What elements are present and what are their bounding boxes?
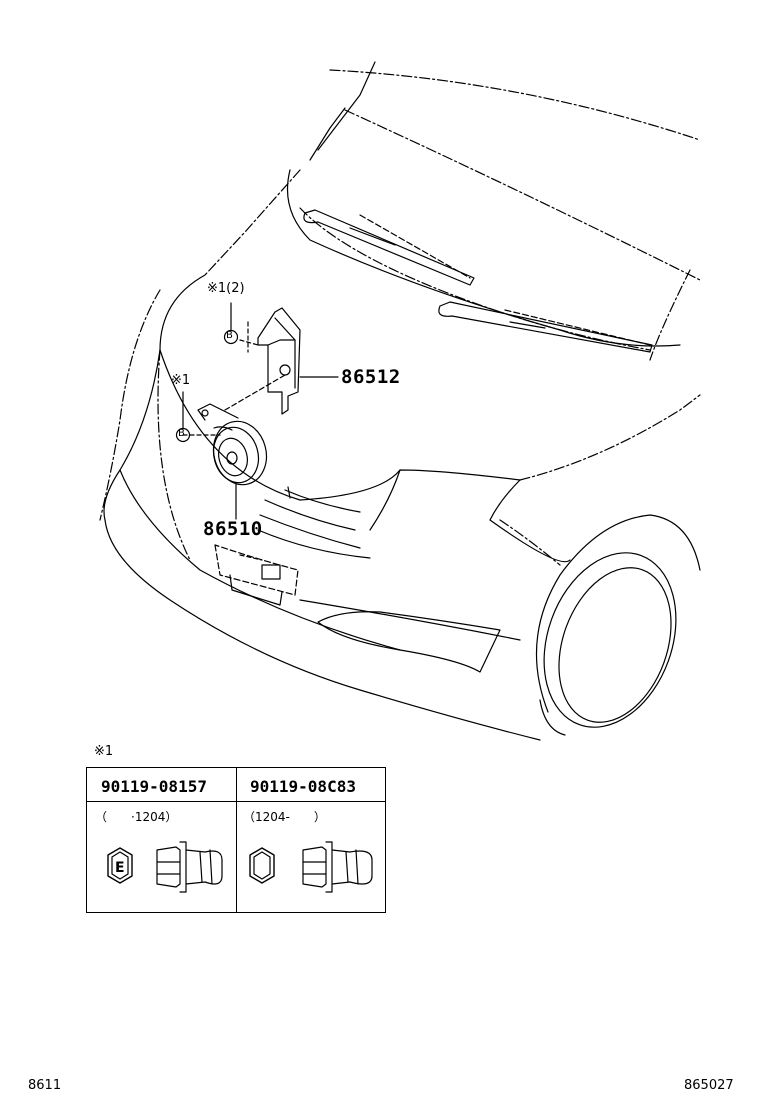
grille [257,486,371,559]
horn-unit [197,374,286,486]
part-number-86512[interactable]: 86512 [341,366,401,388]
table-range-1: （ ·1204） [95,810,178,824]
bolt-illustrations [107,841,373,893]
bolt-circle-upper [223,329,239,345]
bolt-head-mark: E [115,860,125,876]
part-number-86510[interactable]: 86510 [203,518,263,540]
bolt-label-lower: B [178,428,185,439]
leader-lines [182,302,339,520]
ref-label-upper: ※1(2) [207,281,245,296]
vehicle-body-outline [99,61,701,741]
table-range-2: （1204- ） [243,810,326,824]
footer-left-code: 8611 [28,1078,62,1093]
horn-bracket [239,307,301,415]
ref-label-lower: ※1 [171,373,191,388]
footer-right-code: 865027 [684,1078,734,1093]
license-plate-area [214,544,299,606]
wiper-right [438,301,653,353]
bolt-label-upper: B [226,330,233,341]
bolt-parts-table: 90119-08157 90119-08C83 （ ·1204） （1204- … [86,767,386,913]
table-part-number-2[interactable]: 90119-08C83 [250,777,356,796]
front-wheel [535,514,701,736]
table-part-number-1[interactable]: 90119-08157 [101,777,207,796]
table-ref-mark: ※1 [94,744,114,759]
wiper-left [303,209,475,286]
